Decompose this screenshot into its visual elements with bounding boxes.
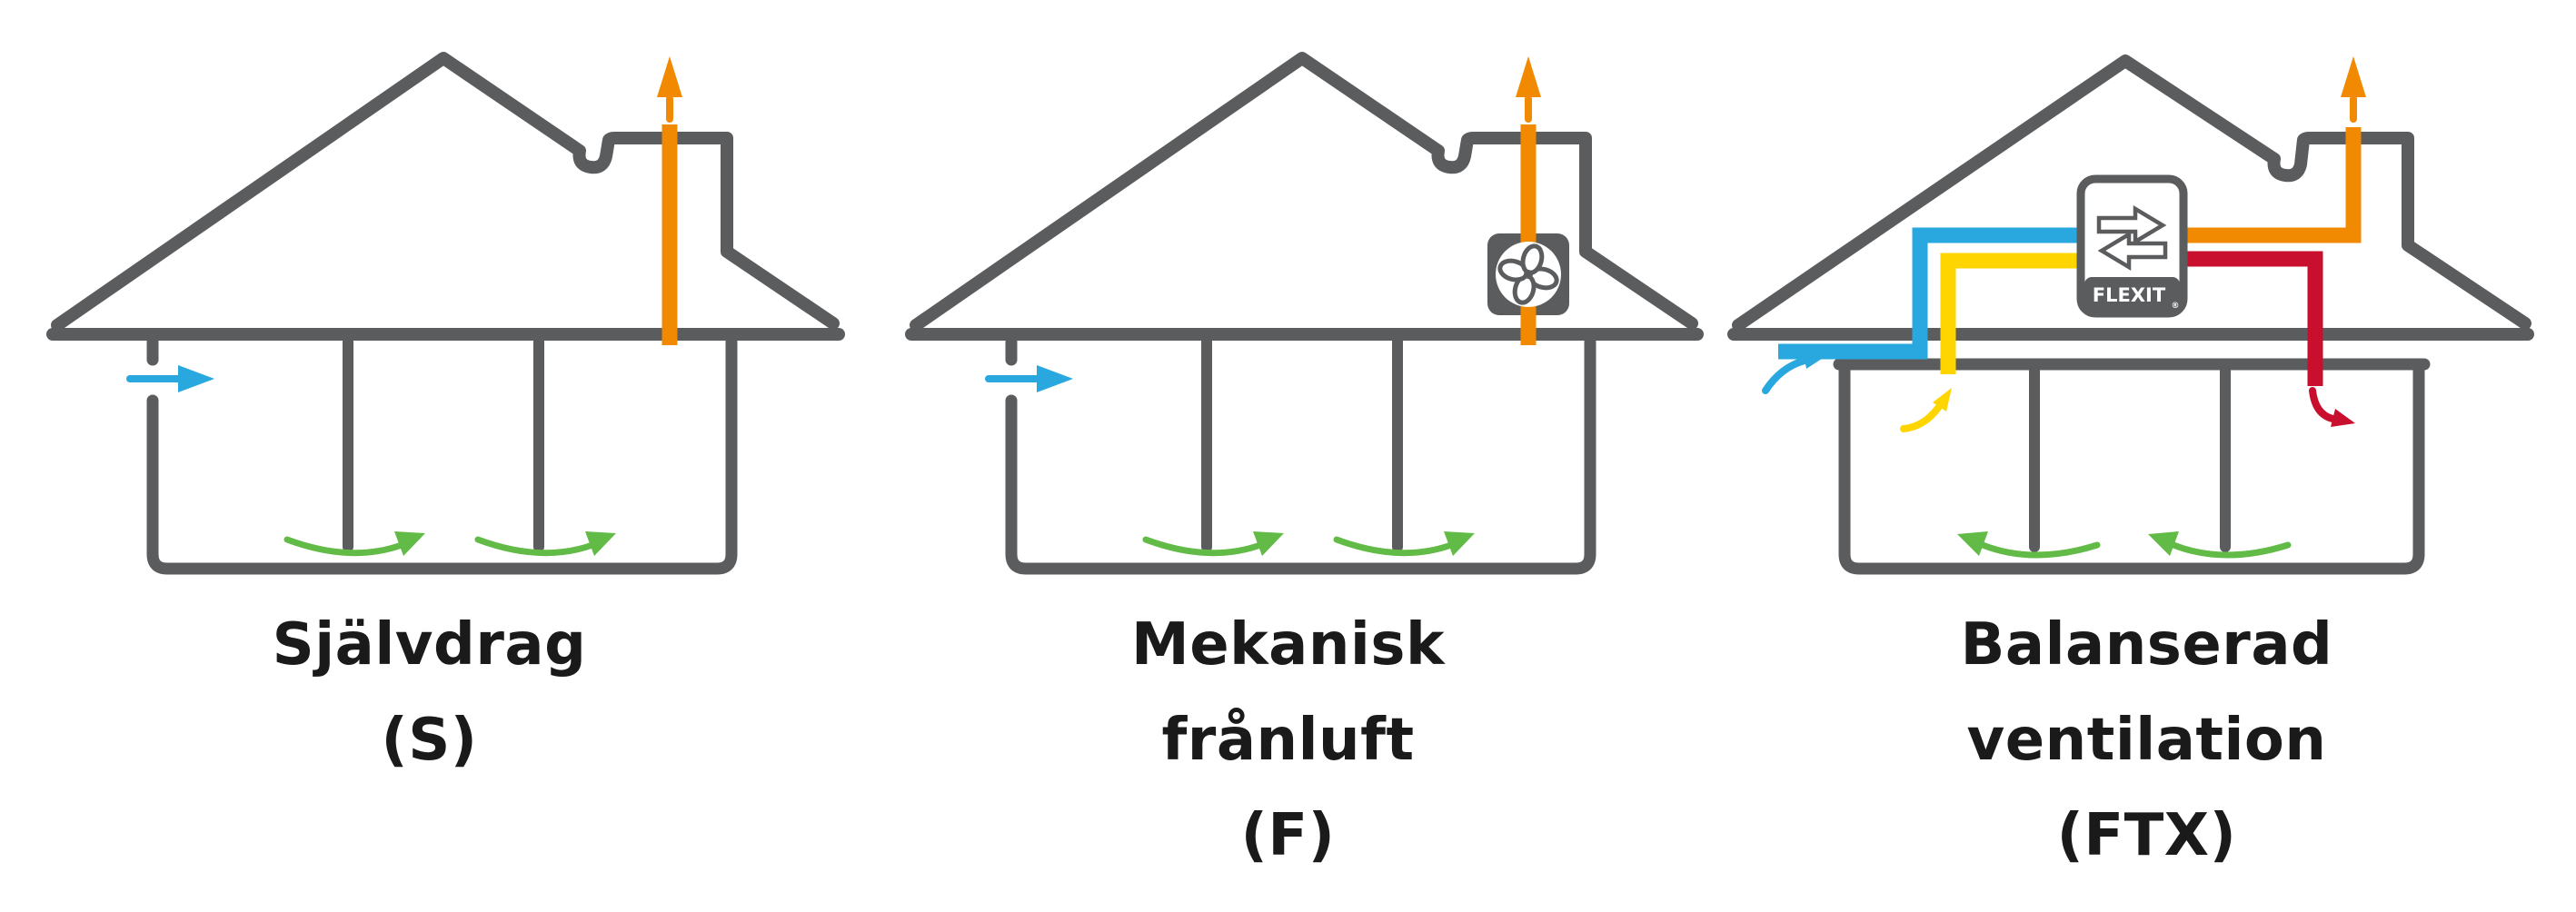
roof-outline <box>910 52 1698 332</box>
panel-label-mekanisk: Mekanisk frånluft (F) <box>1131 598 1445 884</box>
panel-sjalvdrag: Självdrag (S) <box>0 0 859 912</box>
room-airflow-arrow-icon <box>1333 531 1475 557</box>
exhaust-air-arrow-icon <box>657 56 682 123</box>
panel-balanserad-ventilation: FLEXIT ® Balanserad ventilation (FTX) <box>1717 0 2576 912</box>
label-line: (S) <box>381 707 478 774</box>
panel-mekanisk-franluft: Mekanisk frånluft (F) <box>859 0 1717 912</box>
flexit-logo-reg-mark: ® <box>2172 302 2180 311</box>
interior-walls <box>146 335 738 575</box>
heat-exchanger-unit: FLEXIT ® <box>2076 174 2188 318</box>
outdoor-air-duct <box>1778 227 2085 360</box>
heat-exchange-arrows-icon <box>2096 205 2168 271</box>
label-line: (F) <box>1240 802 1336 869</box>
roof-outline <box>51 52 840 332</box>
room-airflow-arrow-icon <box>474 531 616 557</box>
supply-air-arrow-icon <box>1900 388 1952 432</box>
label-line: Balanserad <box>1960 611 2333 679</box>
house-diagram-mekanisk <box>905 52 1704 575</box>
extract-air-duct <box>2179 251 2323 386</box>
fan-icon <box>1496 242 1561 307</box>
house-diagram-sjalvdrag <box>46 52 845 575</box>
room-airflow-arrow-icon <box>1957 531 2101 559</box>
label-line: Mekanisk <box>1131 611 1445 679</box>
interior-walls <box>1005 335 1596 575</box>
interior-walls <box>1838 362 2425 575</box>
outdoor-air-arrow-icon <box>1762 351 1827 394</box>
label-line: (FTX) <box>2056 802 2237 869</box>
room-airflow-arrow-icon <box>283 531 425 557</box>
outdoor-air-arrow-icon <box>126 365 214 392</box>
label-line: Självdrag <box>272 611 587 679</box>
flexit-logo-band <box>2084 277 2180 310</box>
outdoor-air-arrow-icon <box>985 365 1073 392</box>
room-airflow-arrow-icon <box>2148 531 2292 559</box>
exhaust-air-duct <box>2179 127 2362 243</box>
house-diagram-ftx: FLEXIT ® <box>1727 55 2534 575</box>
exhaust-air-arrow-icon <box>1516 56 1541 123</box>
exhaust-air-arrow-icon <box>2341 56 2366 123</box>
supply-air-duct <box>1940 253 2085 374</box>
panel-label-balanserad: Balanserad ventilation (FTX) <box>1961 598 2333 884</box>
label-line: frånluft <box>1161 707 1415 774</box>
panel-label-sjalvdrag: Självdrag (S) <box>273 598 587 788</box>
roof-outline <box>1732 55 2531 332</box>
label-line: ventilation <box>1966 707 2327 774</box>
flexit-logo: FLEXIT <box>2093 284 2166 306</box>
extract-air-arrow-icon <box>2309 387 2355 427</box>
room-airflow-arrow-icon <box>1142 531 1284 557</box>
